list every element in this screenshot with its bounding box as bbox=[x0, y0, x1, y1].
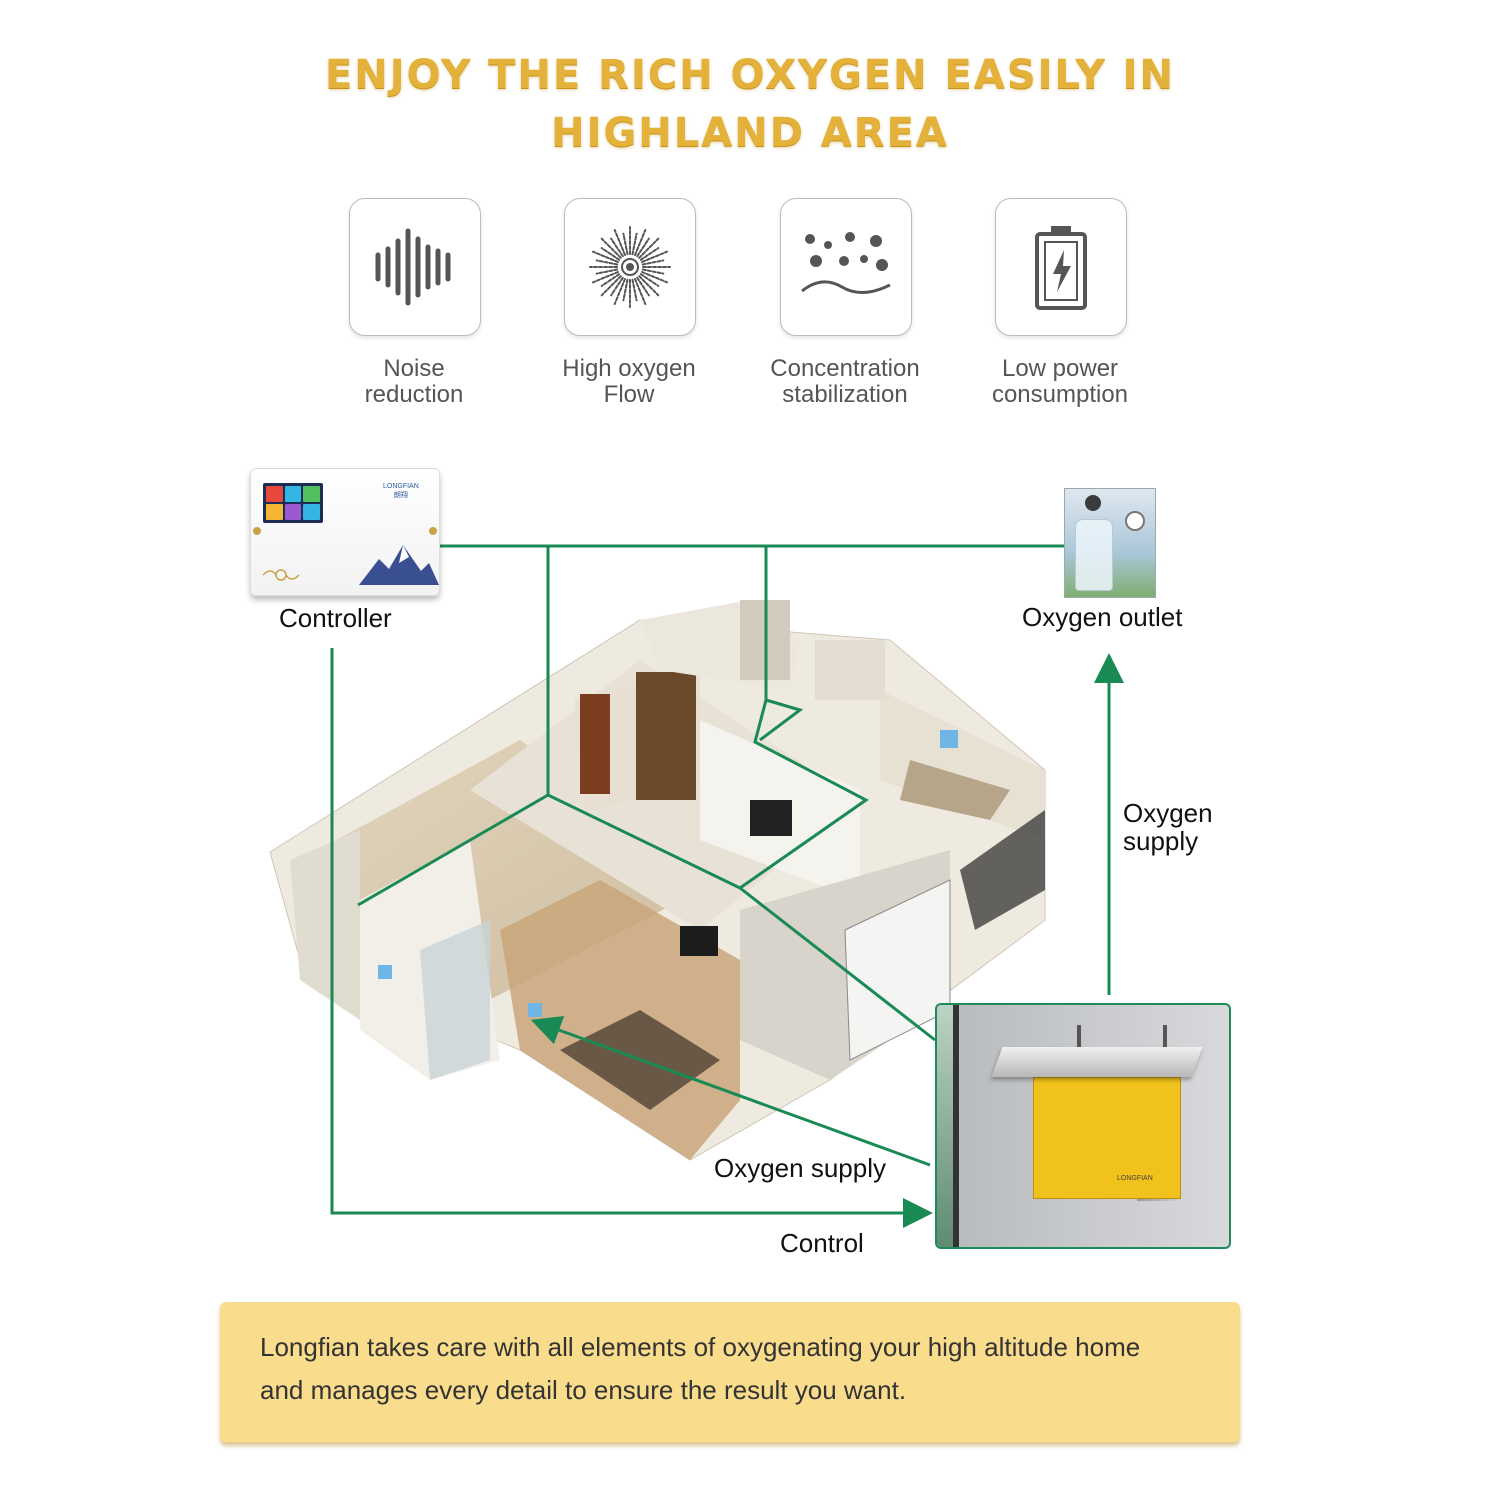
generator-brand: LONGFIAN bbox=[1117, 1175, 1153, 1182]
feature-box bbox=[349, 198, 481, 336]
controller-device: LONGFIAN 朗翔 bbox=[250, 468, 440, 596]
burst-ray bbox=[600, 273, 621, 287]
oxygen-outlet-label: Oxygen outlet bbox=[1022, 602, 1183, 632]
burst-ray bbox=[631, 278, 638, 302]
connection-lines bbox=[330, 544, 1124, 1228]
burst-ray bbox=[610, 276, 624, 297]
page-title-line-2: HIGHLAND AREA bbox=[551, 110, 949, 156]
burst-ray bbox=[641, 268, 665, 275]
burst-ray bbox=[631, 232, 638, 256]
controller-label: Controller bbox=[279, 603, 392, 633]
oxygen-generator-unit bbox=[1033, 1077, 1181, 1199]
control-label: Control bbox=[780, 1228, 864, 1258]
feature-label: Noise reduction bbox=[364, 355, 464, 408]
burst-ray bbox=[634, 229, 647, 256]
summary-banner: Longfian takes care with all elements of… bbox=[220, 1302, 1240, 1442]
feature-label: Concentration stabilization bbox=[770, 355, 920, 408]
burst-ray bbox=[592, 271, 619, 284]
burst-ray bbox=[639, 247, 660, 261]
feature-box bbox=[780, 198, 912, 336]
battery-charge-icon bbox=[1035, 226, 1087, 310]
burst-ray bbox=[613, 278, 626, 305]
oxygen-outlet-device bbox=[1064, 488, 1156, 598]
oxygen-supply-label-bottom: Oxygen supply bbox=[714, 1153, 886, 1183]
sound-wave-icon bbox=[375, 228, 451, 306]
burst-ray bbox=[622, 232, 629, 256]
burst-flow-icon bbox=[589, 226, 671, 308]
window-frame bbox=[953, 1005, 959, 1247]
burst-ray bbox=[600, 237, 622, 259]
burst-ray bbox=[636, 276, 650, 297]
controller-screw bbox=[429, 527, 437, 535]
burst-ray bbox=[600, 275, 622, 297]
burst-ray bbox=[595, 268, 619, 275]
burst-ray bbox=[595, 259, 619, 266]
burst-ray bbox=[600, 247, 621, 261]
house-illustration bbox=[269, 600, 1046, 1161]
humidifier-bottle bbox=[1075, 519, 1113, 591]
flow-gauge bbox=[1125, 511, 1145, 531]
burst-ray bbox=[641, 271, 668, 284]
oxygen-generator-panel: LONGFIAN bbox=[935, 1003, 1231, 1249]
burst-ray bbox=[641, 250, 668, 263]
burst-ray bbox=[639, 273, 660, 287]
feature-box bbox=[564, 198, 696, 336]
outlet-knob bbox=[1085, 495, 1101, 511]
feature-box bbox=[995, 198, 1127, 336]
burst-ray bbox=[592, 250, 619, 263]
banner-text-line-1: Longfian takes care with all elements of… bbox=[260, 1332, 1141, 1362]
burst-ray bbox=[641, 259, 665, 266]
burst-ray bbox=[636, 237, 650, 258]
oxygen-supply-label-right: Oxygen supply bbox=[1123, 798, 1213, 856]
burst-ray bbox=[638, 237, 660, 259]
burst-ray bbox=[638, 275, 660, 297]
burst-ray bbox=[622, 278, 629, 302]
burst-ray bbox=[634, 278, 647, 305]
controller-brand: LONGFIAN 朗翔 bbox=[383, 483, 419, 499]
controller-screen bbox=[263, 483, 323, 523]
ornament-icon bbox=[262, 569, 300, 581]
generator-rain-cover bbox=[991, 1047, 1203, 1077]
page-title-line-1: ENJOY THE RICH OXYGEN EASILY IN bbox=[324, 52, 1176, 98]
burst-ray bbox=[610, 237, 624, 258]
particles-wave-icon bbox=[801, 232, 891, 294]
burst-ray bbox=[613, 229, 626, 256]
banner-text-line-2: and manages every detail to ensure the r… bbox=[260, 1375, 907, 1405]
mountain-icon bbox=[359, 545, 439, 585]
feature-label: Low power consumption bbox=[991, 355, 1129, 408]
feature-label: High oxygen Flow bbox=[562, 355, 696, 408]
controller-screw bbox=[253, 527, 261, 535]
